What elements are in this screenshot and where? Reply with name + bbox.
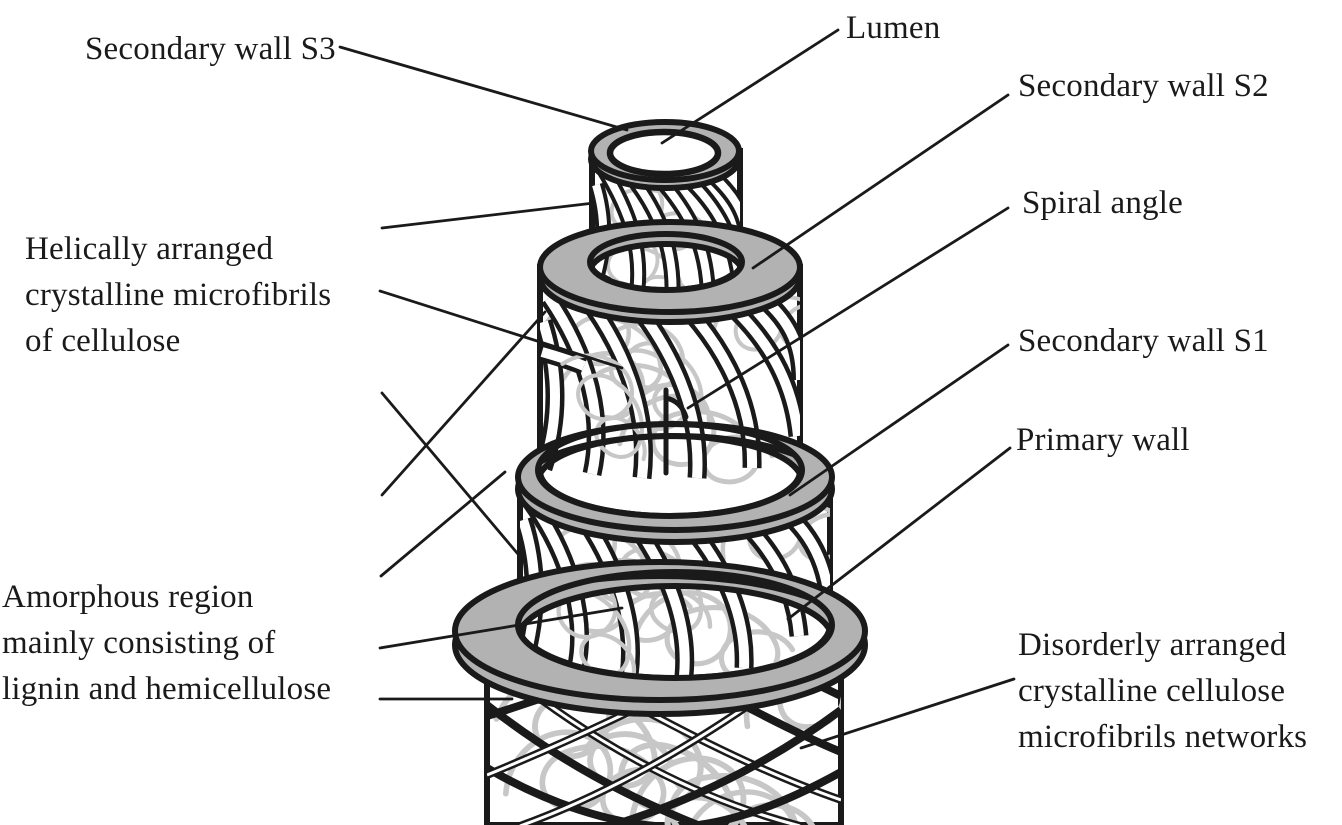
s3-top-rim (588, 119, 742, 191)
leader-secondary-wall-s3 (338, 45, 629, 132)
secondary-wall-s2-ring (537, 219, 804, 325)
leader-amorphous-2 (379, 470, 507, 578)
leader-lumen (660, 28, 840, 145)
label-helical-microfibrils: Helically arranged crystalline microfibr… (25, 231, 332, 359)
leader-primary-wall (786, 446, 1012, 621)
label-primary-wall: Primary wall (1016, 422, 1190, 458)
label-spiral-angle: Spiral angle (1022, 185, 1183, 221)
leader-secondary-wall-s1 (788, 343, 1010, 497)
label-amorphous-region: Amorphous region mainly consisting of li… (2, 579, 332, 707)
label-lumen: Lumen (846, 10, 941, 46)
label-disordered-network: Disorderly arranged crystalline cellulos… (1018, 627, 1308, 755)
spiral-angle-marker (663, 387, 689, 476)
leader-helical-3 (380, 391, 525, 562)
primary-wall-ring (452, 559, 869, 717)
label-secondary-wall-s2: Secondary wall S2 (1018, 68, 1269, 104)
leader-amorphous-1 (380, 310, 547, 497)
label-secondary-wall-s1: Secondary wall S1 (1018, 323, 1269, 359)
leader-lines (338, 28, 1016, 750)
secondary-wall-s1-ring (515, 421, 836, 545)
lumen-opening (606, 128, 722, 178)
leader-helical-1 (380, 201, 596, 230)
leader-amorphous-3 (378, 606, 624, 650)
leader-secondary-wall-s2 (751, 93, 1010, 270)
leader-helical-2 (378, 289, 624, 370)
leader-disordered-network (799, 677, 1016, 750)
label-secondary-wall-s3: Secondary wall S3 (85, 31, 336, 67)
leader-spiral-angle (686, 206, 1010, 410)
